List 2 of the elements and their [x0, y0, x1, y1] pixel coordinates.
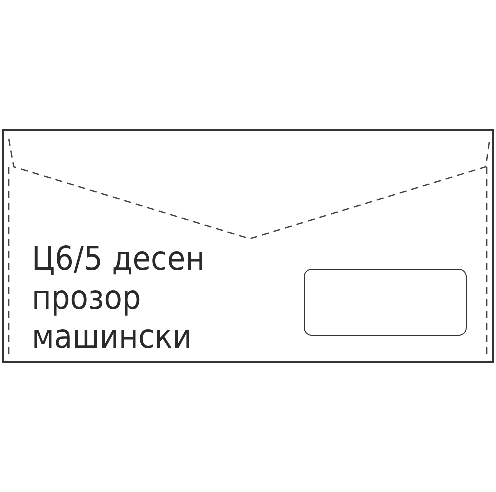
- address-window: [304, 269, 467, 336]
- envelope-label: Ц6/5 десен прозор машински: [32, 239, 206, 356]
